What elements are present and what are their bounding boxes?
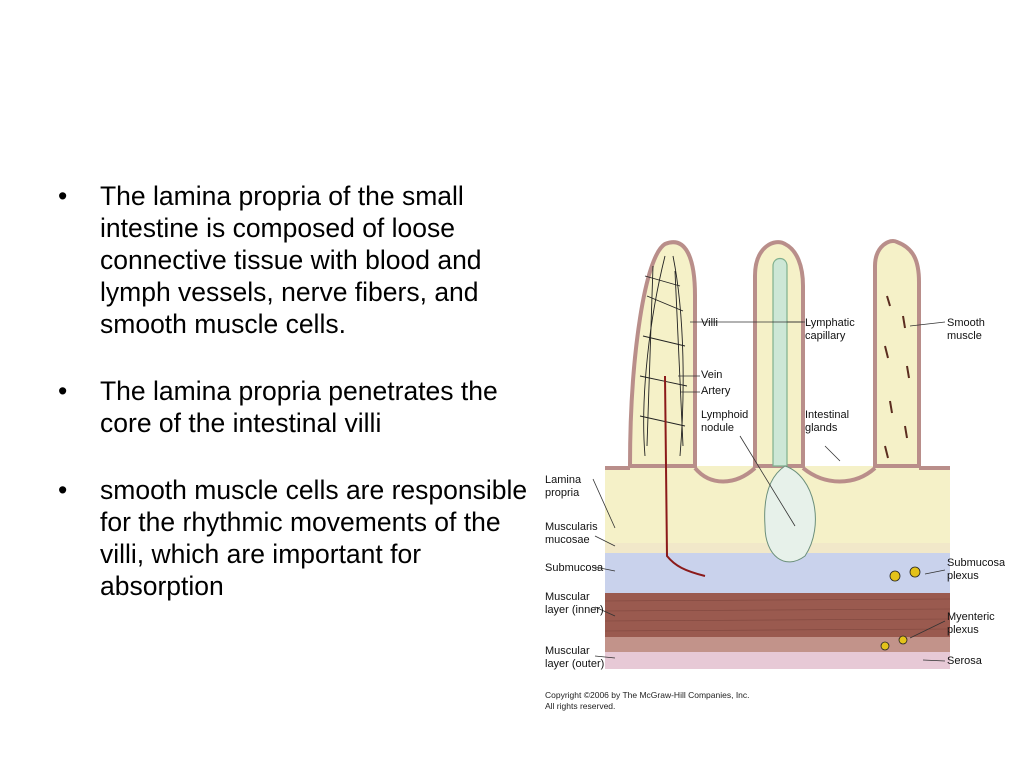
label-line: plexus [947,570,979,582]
lacteal [772,257,788,467]
bullet-item-lamina-propria-composition: • The lamina propria of the small intest… [58,180,538,340]
muscular-outer-layer [605,636,950,652]
label-villi: Villi [701,317,718,329]
label-line: Submucosa [545,562,604,574]
bullet-item-lamina-propria-villi: • The lamina propria penetrates the core… [58,375,538,439]
bullet-list: • The lamina propria of the small intest… [58,180,538,637]
rights-line: All rights reserved. [545,701,616,711]
label-line: layer (outer) [545,658,604,670]
label-line: Lymphoid [701,409,748,421]
label-line: glands [805,422,838,434]
label-line: nodule [701,422,734,434]
label-line: Muscular [545,645,590,657]
label-line: Muscular [545,591,590,603]
label-artery: Artery [701,385,731,397]
label-line: Lymphatic [805,317,855,329]
label-line: Lamina [545,474,582,486]
label-line: layer (inner) [545,604,604,616]
capillary-network [639,255,688,457]
muscle-texture [604,598,951,632]
artery [664,375,706,577]
label-line: muscle [947,330,982,342]
copyright-notice: Copyright ©2006 by The McGraw-Hill Compa… [545,690,750,712]
bullet-marker: • [58,376,68,406]
bullet-text: The lamina propria of the small intestin… [100,181,482,339]
bullet-item-smooth-muscle: • smooth muscle cells are responsible fo… [58,474,538,602]
villus-right [873,239,921,468]
bullet-marker: • [58,475,68,505]
label-line: Muscularis [545,521,598,533]
villus-left [627,240,697,468]
nerve-plexus [880,566,921,651]
label-line: mucosae [545,534,590,546]
serosa-layer [605,651,950,669]
label-serosa: Serosa [947,655,983,667]
bullet-text: smooth muscle cells are responsible for … [100,475,528,601]
bullet-marker: • [58,181,68,211]
label-line: Smooth [947,317,985,329]
lymphoid-nodule [764,465,816,563]
label-line: plexus [947,624,979,636]
crypt-epithelium [605,466,950,484]
label-submucosa: Submucosa [545,562,604,574]
label-line: Submucosal [947,557,1005,569]
label-line: propria [545,487,580,499]
label-line: Serosa [947,655,983,667]
label-line: Intestinal [805,409,849,421]
label-vein: Vein [701,369,722,381]
label-leader-lines [592,321,946,662]
label-line: capillary [805,330,846,342]
bullet-text: The lamina propria penetrates the core o… [100,376,498,438]
smooth-muscle-fibers [884,295,910,459]
label-line: Myenteric [947,611,995,623]
copyright-line: Copyright ©2006 by The McGraw-Hill Compa… [545,690,750,700]
